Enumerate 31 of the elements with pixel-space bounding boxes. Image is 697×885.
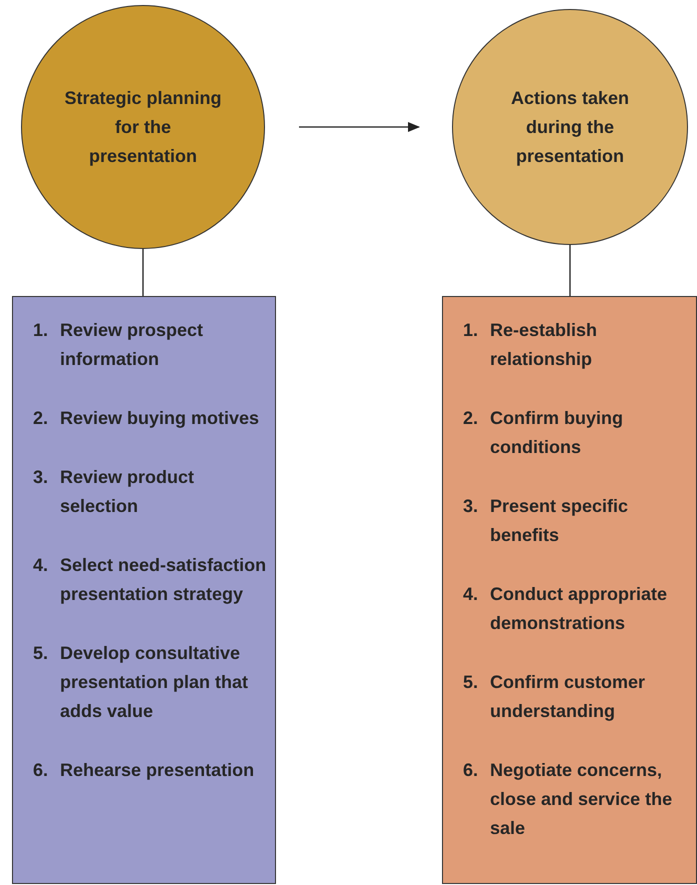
step-number: 2. bbox=[33, 407, 50, 430]
step-number: 6. bbox=[463, 759, 480, 782]
step-text: Review prospect information bbox=[60, 319, 204, 371]
step-number: 3. bbox=[33, 466, 50, 489]
step-number: 6. bbox=[33, 759, 50, 782]
step-text: Negotiate concerns, close and service the sale bbox=[490, 759, 674, 840]
planning-steps-box bbox=[12, 296, 276, 884]
step-text: Develop consultative presentation plan that adds value bbox=[60, 642, 250, 723]
circle-label: Actions taken during the presentation bbox=[510, 86, 630, 168]
connector-line bbox=[142, 249, 144, 296]
step-number: 5. bbox=[33, 642, 50, 665]
step-text: Select need-satisfaction presentation strategy bbox=[60, 554, 267, 606]
step-number: 1. bbox=[463, 319, 480, 342]
step-number: 5. bbox=[463, 671, 480, 694]
step-text: Confirm customer understanding bbox=[490, 671, 646, 723]
step-text: Present specific benefits bbox=[490, 495, 630, 547]
step-text: Re-establish relationship bbox=[490, 319, 598, 371]
step-number: 4. bbox=[463, 583, 480, 606]
actions-steps-box bbox=[442, 296, 697, 884]
connector-line bbox=[569, 245, 571, 296]
step-text: Conduct appropriate demonstrations bbox=[490, 583, 668, 635]
step-text: Confirm buying conditions bbox=[490, 407, 624, 459]
step-number: 3. bbox=[463, 495, 480, 518]
step-text: Review buying motives bbox=[60, 407, 260, 430]
step-number: 1. bbox=[33, 319, 50, 342]
step-number: 4. bbox=[33, 554, 50, 577]
step-text: Rehearse presentation bbox=[60, 759, 254, 782]
arrow bbox=[299, 122, 420, 132]
step-text: Review product selection bbox=[60, 466, 196, 518]
step-number: 2. bbox=[463, 407, 480, 430]
circle-label: Strategic planning for the presentation bbox=[63, 86, 223, 168]
